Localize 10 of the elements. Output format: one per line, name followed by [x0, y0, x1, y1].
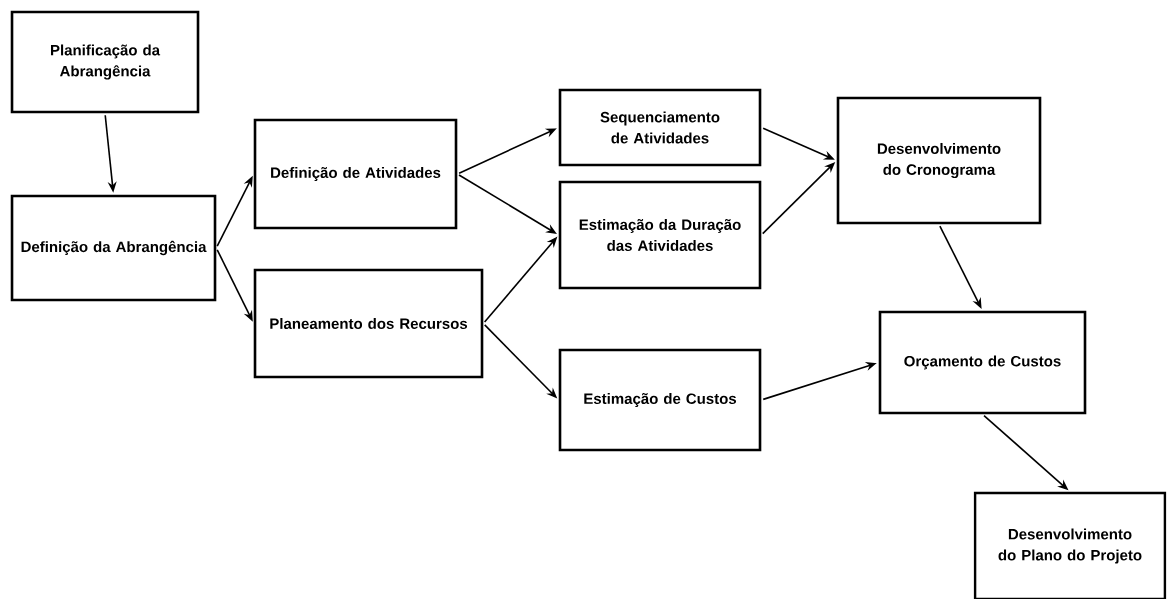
process-box: Desenvolvimento do Cronograma	[836, 96, 1042, 225]
process-box: Orçamento de Custos	[878, 310, 1087, 415]
process-box: Planificação da Abrangência	[10, 10, 200, 114]
process-box: Definição da Abrangência	[10, 194, 217, 302]
process-box: Estimação de Custos	[558, 348, 762, 452]
process-box: Desenvolvimento do Plano do Projeto	[973, 491, 1167, 599]
process-box: Definição de Atividades	[253, 118, 458, 230]
process-box: Planeamento dos Recursos	[253, 268, 484, 379]
process-box: Estimação da Duração das Atividades	[558, 180, 762, 290]
process-box: Sequenciamento de Atividades	[558, 88, 762, 167]
